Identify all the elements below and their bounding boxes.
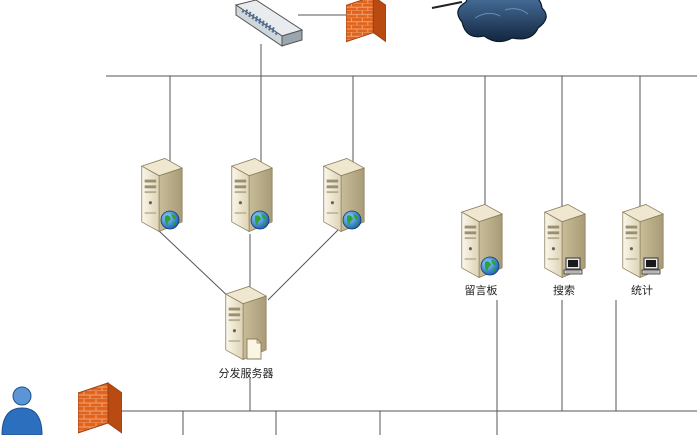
web-server-2 [231,158,273,232]
document-icon [246,338,262,360]
dispatch-server-label: 分发服务器 [219,366,274,380]
web-server-1 [141,158,183,232]
firewall-icon [346,0,386,43]
firewall-cloud-link [431,1,463,9]
statistics-server: 统计 [622,204,664,297]
connection-lines [106,1,697,435]
statistics-label: 统计 [631,284,653,297]
globe-icon [250,210,270,230]
globe-icon [160,210,180,230]
search-label: 搜索 [553,283,575,297]
user-icon [1,386,43,435]
dispatch-server: 分发服务器 [219,286,274,380]
terminal-icon [563,257,583,275]
search-server: 搜索 [544,204,586,297]
web-dispatch-line-1 [157,229,233,301]
web-server-3 [323,158,365,232]
message-board-label: 留言板 [465,283,498,297]
network-switch-icon [234,0,304,47]
internet-cloud-icon [457,0,547,43]
globe-icon [480,256,500,276]
globe-icon [342,210,362,230]
message-board-server: 留言板 [461,204,503,297]
web-dispatch-line-3 [267,229,339,301]
firewall-icon [78,382,122,434]
terminal-icon [641,257,661,275]
